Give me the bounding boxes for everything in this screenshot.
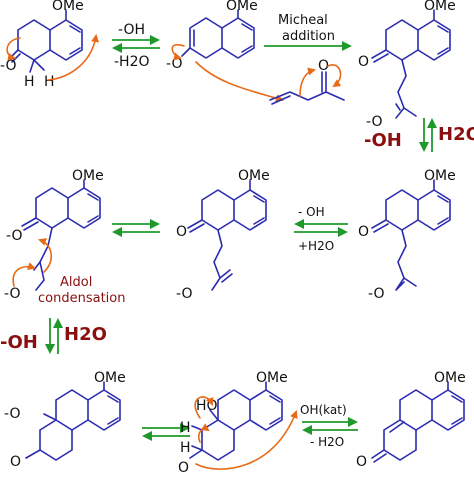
o-label: O xyxy=(318,58,329,74)
curly-arrow xyxy=(195,410,298,470)
molecule-enolate-3: OMe O -O xyxy=(176,168,270,302)
condensation-label: condensation xyxy=(38,291,125,306)
ome-label: OMe xyxy=(424,168,456,184)
minus-oh-label: - OH xyxy=(298,205,325,219)
molecule-enolate-4: OMe -O -O Aldol condensation xyxy=(4,168,125,306)
molecule-hydroxy-ketone: OMe HO H H O xyxy=(178,370,298,476)
h-label: H xyxy=(180,440,191,456)
water-label: H2O xyxy=(64,324,107,345)
minus-h2o-label: - H2O xyxy=(310,435,344,449)
o-label: O xyxy=(356,454,367,470)
curly-arrow xyxy=(12,262,36,287)
ome-label: OMe xyxy=(424,0,456,14)
plus-water-label: +H2O xyxy=(298,239,334,253)
michael-label: Micheal xyxy=(278,13,328,28)
curly-arrow xyxy=(38,238,52,273)
equilibrium-arrow-7: OH(kat) - H2O xyxy=(300,403,358,449)
molecule-michael-adduct: OMe O -O xyxy=(358,0,456,130)
ome-label: OMe xyxy=(94,370,126,386)
curly-arrow xyxy=(299,67,316,97)
ome-label: OMe xyxy=(434,370,466,386)
o-minus-label: -O xyxy=(176,286,192,302)
curly-arrow xyxy=(195,61,284,102)
addition-label: addition xyxy=(282,29,335,44)
hydroxide-label: -OH xyxy=(364,130,402,151)
curly-arrow xyxy=(194,396,214,419)
hydroxide-label: -OH xyxy=(118,22,145,38)
molecule-enolate-2: OMe -O xyxy=(166,0,284,102)
aldol-label: Aldol xyxy=(60,275,92,290)
ome-label: OMe xyxy=(238,168,270,184)
equilibrium-arrow-4 xyxy=(112,219,160,237)
michael-addition-arrow: Micheal addition xyxy=(264,13,352,51)
ome-label: OMe xyxy=(256,370,288,386)
ome-label: OMe xyxy=(72,168,104,184)
molecule-aldol-alkoxide: OMe -O O xyxy=(4,370,126,470)
o-label: O xyxy=(358,224,369,240)
equilibrium-arrow-6 xyxy=(142,423,190,441)
ome-label: OMe xyxy=(52,0,84,14)
o-label: O xyxy=(358,54,369,70)
curly-arrow xyxy=(197,423,210,443)
o-minus-label: -O xyxy=(0,58,16,74)
o-minus-label: -O xyxy=(4,406,20,422)
oh-cat-label: OH(kat) xyxy=(300,403,347,417)
equilibrium-arrow-1: -OH -H2O xyxy=(112,22,160,70)
curly-arrow xyxy=(6,37,21,61)
o-minus-label: -O xyxy=(366,114,382,130)
molecule-methyl-vinyl-ketone: O xyxy=(269,58,345,105)
equilibrium-arrow-5: -OH H2O xyxy=(0,318,107,354)
molecule-enolate-1: OMe -O H H xyxy=(0,0,100,90)
minus-water-label: -H2O xyxy=(114,54,150,70)
h-label: H xyxy=(180,420,191,436)
molecule-diketone: OMe O -O xyxy=(358,168,456,302)
o-minus-label: -O xyxy=(4,286,20,302)
curly-arrow xyxy=(171,43,185,61)
ome-label: OMe xyxy=(226,0,258,14)
molecule-enone-product: OMe O xyxy=(356,370,466,470)
o-label: O xyxy=(176,224,187,240)
o-label: O xyxy=(10,454,21,470)
equilibrium-arrow-2: -OH H2O xyxy=(364,118,474,152)
o-label: O xyxy=(178,460,189,474)
o-minus-label: -O xyxy=(6,228,22,244)
h-label: H xyxy=(24,74,35,90)
o-minus-label: -O xyxy=(368,286,384,302)
equilibrium-arrow-3: - OH +H2O xyxy=(294,205,348,253)
water-label: H2O xyxy=(438,124,474,145)
curly-arrow xyxy=(47,34,100,81)
h-label: H xyxy=(44,74,55,90)
hydroxide-label: -OH xyxy=(0,332,38,353)
ho-label: HO xyxy=(196,398,218,414)
curly-arrow xyxy=(327,64,342,88)
